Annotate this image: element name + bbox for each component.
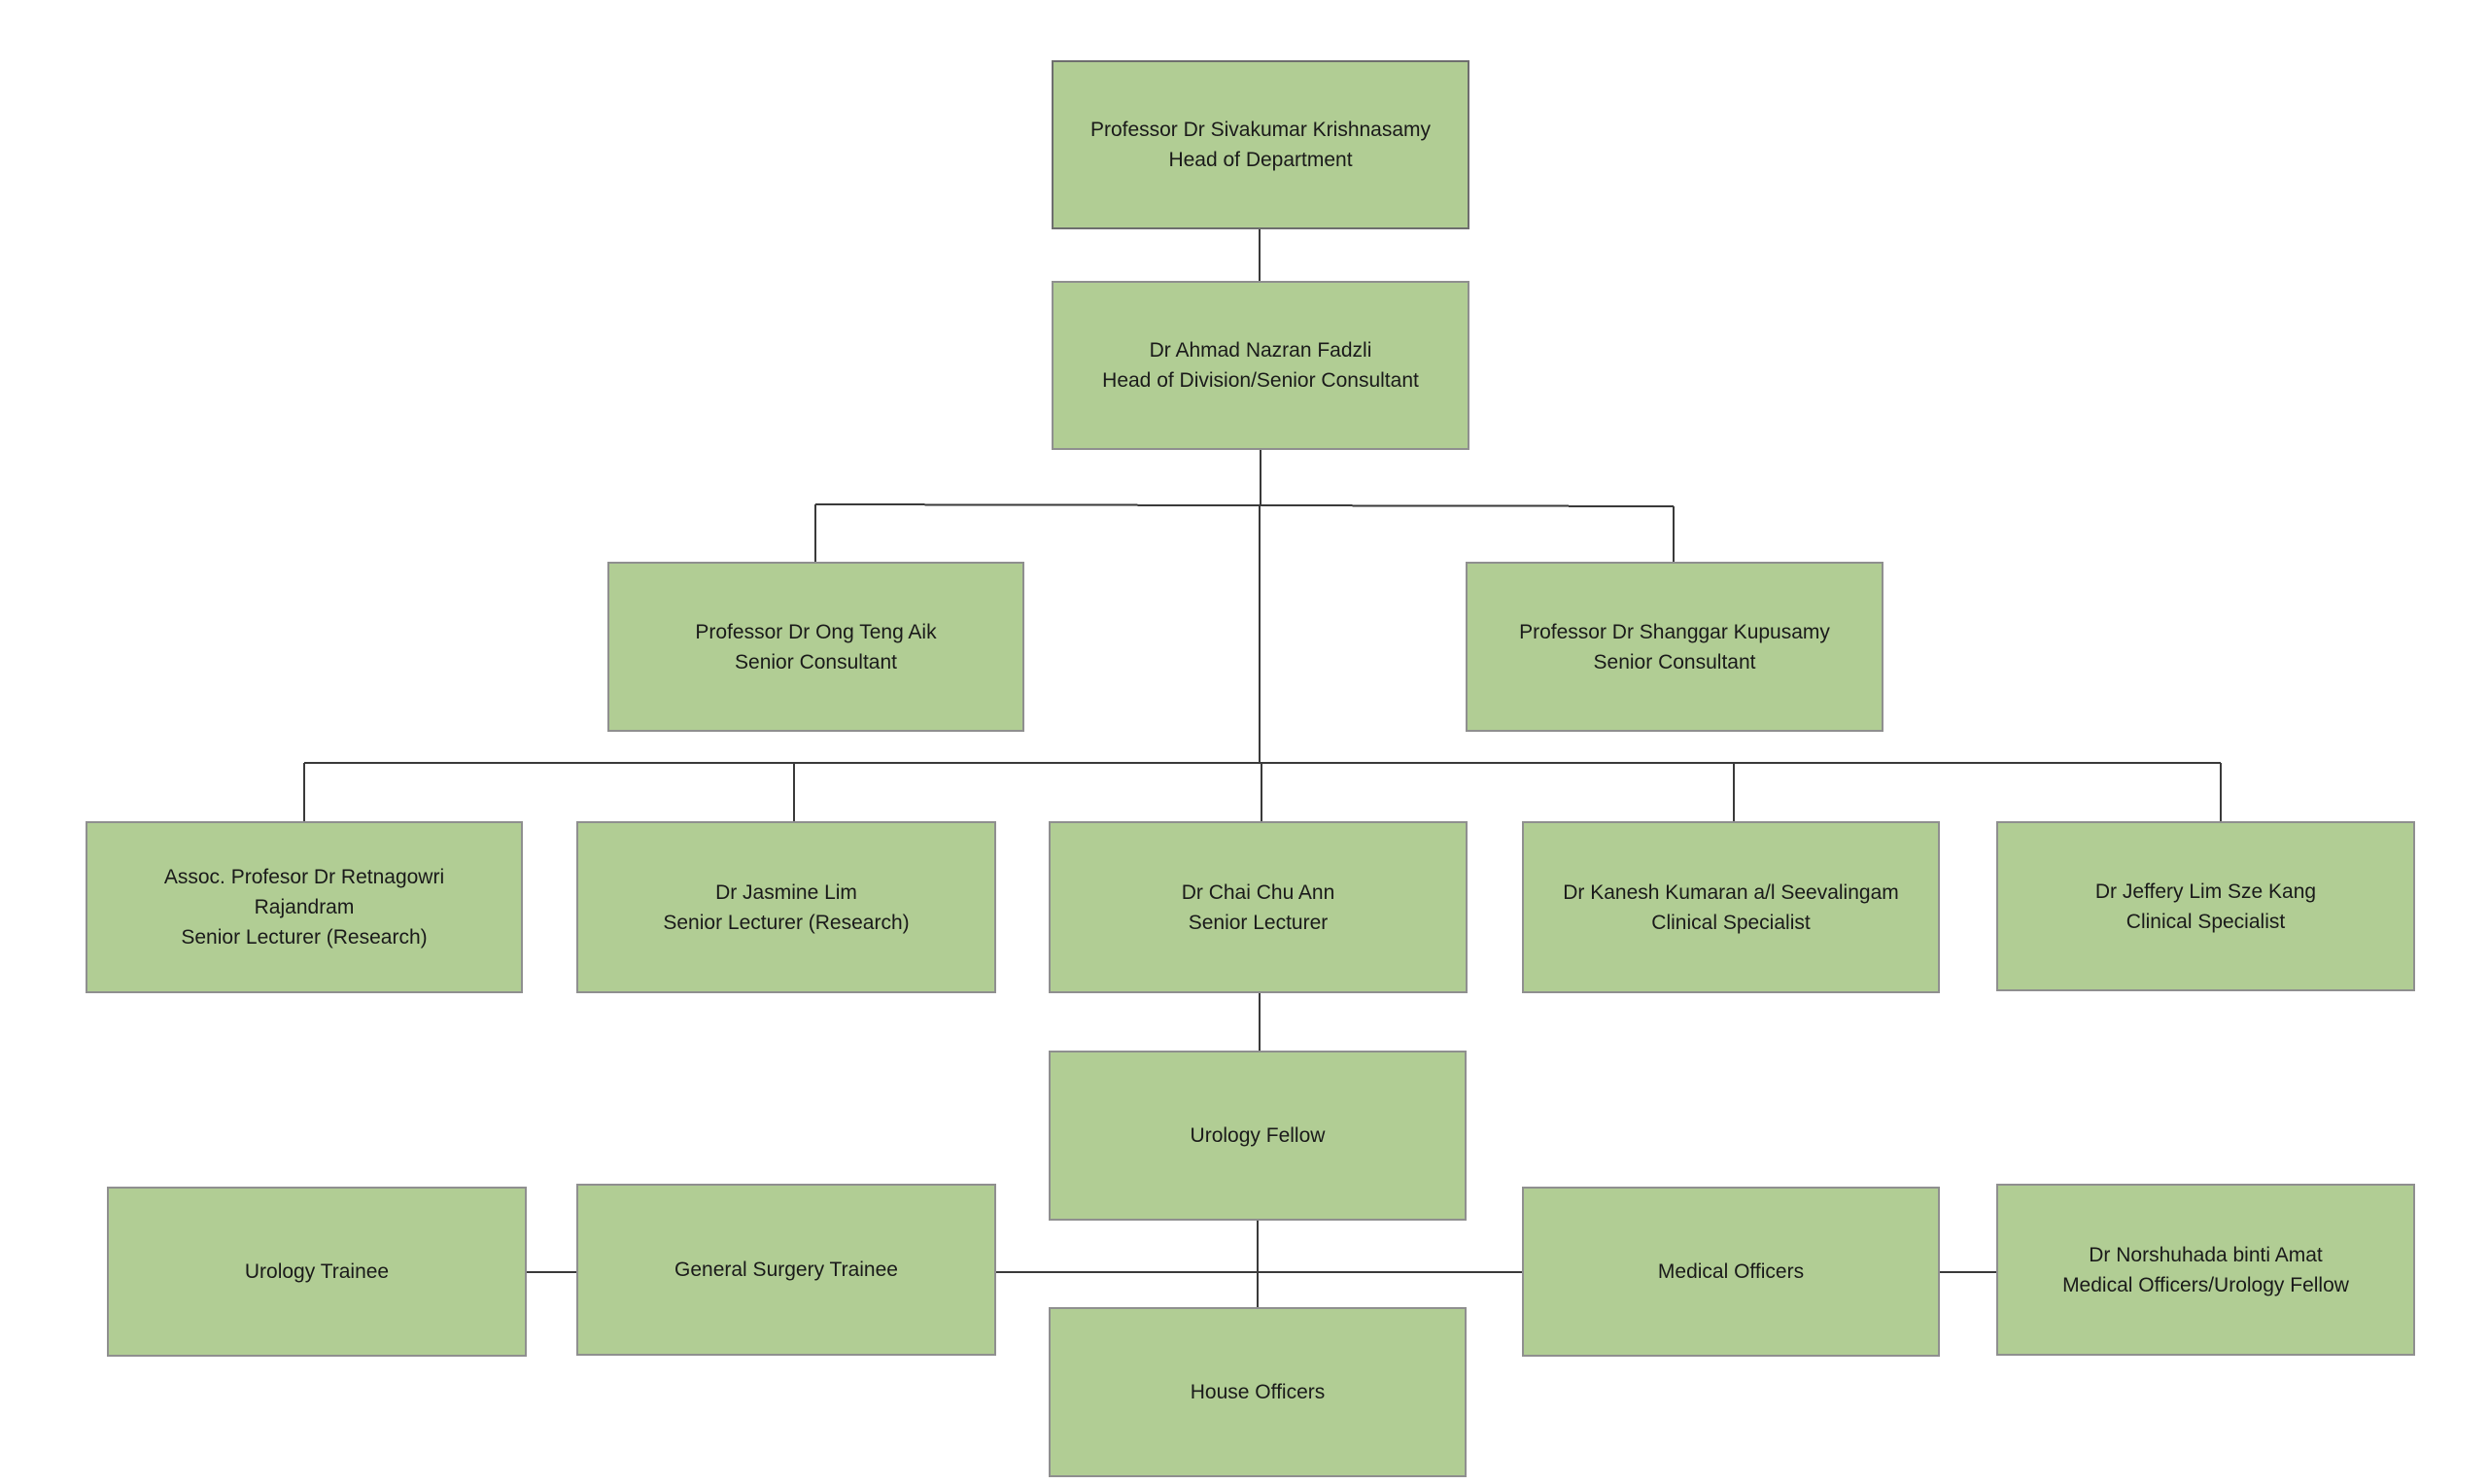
connector-senior-consultant-branch: [814, 503, 1675, 507]
node-role: Medical Officers: [1657, 1260, 1805, 1283]
node-jasmine-lim: Dr Jasmine Lim Senior Lecturer (Research…: [576, 821, 996, 993]
node-role: Medical Officers/Urology Fellow: [2062, 1273, 2349, 1296]
node-name: Assoc. Profesor Dr Retnagowri: [163, 866, 445, 888]
node-name-continued: Rajandram: [254, 896, 355, 918]
node-role: Urology Trainee: [244, 1260, 390, 1283]
node-role: Head of Department: [1168, 149, 1353, 171]
node-urology-trainee: Urology Trainee: [107, 1187, 527, 1357]
node-role: Senior Consultant: [1593, 650, 1756, 673]
node-house-officers: House Officers: [1049, 1307, 1467, 1477]
node-name: Dr Ahmad Nazran Fadzli: [1149, 339, 1372, 362]
node-medical-officers: Medical Officers: [1522, 1187, 1940, 1357]
node-role: General Surgery Trainee: [674, 1259, 898, 1281]
node-role: Head of Division/Senior Consultant: [1102, 369, 1419, 392]
node-kanesh-kumaran: Dr Kanesh Kumaran a/l Seevalingam Clinic…: [1522, 821, 1940, 993]
node-general-surgery-trainee: General Surgery Trainee: [576, 1184, 996, 1356]
node-name: Dr Jasmine Lim: [715, 880, 857, 904]
node-role: Senior Lecturer: [1188, 911, 1329, 934]
node-role: Senior Lecturer (Research): [181, 926, 428, 949]
node-name: Professor Dr Sivakumar Krishnasamy: [1089, 119, 1432, 141]
node-role: Senior Consultant: [735, 650, 897, 673]
node-name: Dr Kanesh Kumaran a/l Seevalingam: [1563, 880, 1899, 904]
node-role: Senior Lecturer (Research): [663, 911, 910, 934]
node-role: House Officers: [1190, 1381, 1326, 1403]
node-ong-teng-aik: Professor Dr Ong Teng Aik Senior Consult…: [607, 562, 1024, 732]
node-urology-fellow: Urology Fellow: [1049, 1051, 1467, 1221]
node-chai-chu-ann: Dr Chai Chu Ann Senior Lecturer: [1049, 821, 1468, 993]
node-retnagowri-rajandram: Assoc. Profesor Dr Retnagowri Rajandram …: [86, 821, 523, 993]
node-name: Professor Dr Shanggar Kupusamy: [1519, 620, 1830, 643]
node-name: Dr Chai Chu Ann: [1181, 880, 1335, 904]
node-role: Clinical Specialist: [2125, 910, 2286, 933]
node-head-of-division: Dr Ahmad Nazran Fadzli Head of Division/…: [1052, 281, 1469, 450]
node-role: Clinical Specialist: [1651, 911, 1811, 934]
node-name: Professor Dr Ong Teng Aik: [695, 620, 937, 643]
node-head-of-department: Professor Dr Sivakumar Krishnasamy Head …: [1052, 60, 1469, 229]
node-jeffery-lim: Dr Jeffery Lim Sze Kang Clinical Special…: [1996, 821, 2415, 991]
node-name: Dr Jeffery Lim Sze Kang: [2094, 880, 2317, 903]
node-role: Urology Fellow: [1190, 1124, 1326, 1147]
node-norshuhada-amat: Dr Norshuhada binti Amat Medical Officer…: [1996, 1184, 2415, 1356]
node-name: Dr Norshuhada binti Amat: [2089, 1243, 2323, 1266]
node-shanggar-kupusamy: Professor Dr Shanggar Kupusamy Senior Co…: [1466, 562, 1883, 732]
